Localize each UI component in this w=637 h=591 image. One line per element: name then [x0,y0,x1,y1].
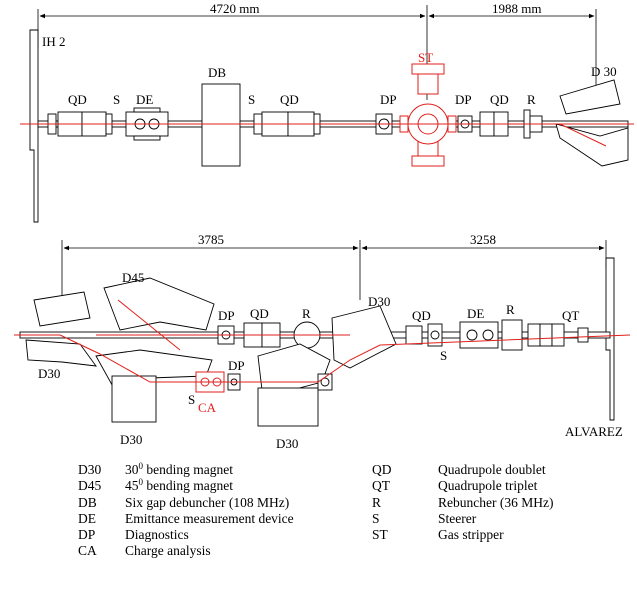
r-label-1: R [527,92,536,107]
quadrupole-doublet-bottom-2 [405,323,443,347]
steerer-label-2: S [248,92,255,107]
debuncher [201,83,241,167]
dimension-label-1988: 1988 mm [492,1,541,16]
legend-code: CA [78,543,97,559]
legend-text-rest: bending magnet [143,478,233,494]
r-label-bottom-1: R [302,306,311,321]
d30-label-top: D 30 [591,64,617,79]
d45-label: D45 [122,270,144,285]
de-label: DE [136,92,153,107]
legend-code: ST [372,527,388,543]
bending-magnet-d30-bottom-left [111,375,157,423]
qd-label-bottom-2: QD [412,308,431,323]
bottom-dimension-lines [61,240,607,300]
dimension-label-4720: 4720 mm [210,1,259,16]
legend-code: DB [78,494,97,510]
legend-code: DE [78,510,96,526]
legend-left-column: D30 300 bending magnet D45 450 bending m… [78,462,294,560]
legend-text-sup: 0 [138,477,144,488]
legend-code: S [372,510,380,526]
qt-label: QT [562,308,579,323]
legend-text: Diagnostics [125,527,189,543]
legend-item-r: R Rebuncher (36 MHz) [372,494,553,511]
ih2-label: IH 2 [42,34,65,49]
legend-code: D45 [78,478,102,494]
r-label-bottom-2: R [506,302,515,317]
bottom-beam-path [14,299,631,383]
gas-stripper [399,63,457,167]
legend-text: Six gap debuncher (108 MHz) [125,494,290,510]
legend-item-d45: D45 450 bending magnet [78,478,233,494]
legend-code: D30 [78,462,102,477]
legend-text: Steerer [438,510,477,526]
qd-label-2: QD [280,92,299,107]
qd-label-1: QD [68,92,87,107]
legend-code: QD [372,462,392,477]
dp-label-2: DP [455,92,472,107]
legend-item-qd: QD Quadrupole doublet [372,462,546,478]
legend-text: Charge analysis [125,543,211,559]
legend-text: Rebuncher (36 MHz) [438,494,554,510]
legend: D30 300 bending magnet D45 450 bending m… [0,462,637,591]
legend-item-s: S Steerer [372,510,476,527]
qd-label-3: QD [490,92,509,107]
alvarez-wall [605,257,615,421]
bending-magnet-d30-top [555,79,629,167]
legend-item-de: DE Emittance measurement device [78,510,294,527]
top-dimension-lines [37,5,597,100]
legend-text: Emittance measurement device [125,510,294,526]
rebuncher-bottom-2 [501,319,523,351]
top-section: 4720 mm 1988 mm IH 2 QD S DE DB [20,1,634,223]
ca-label: CA [198,400,217,415]
legend-text: Quadrupole triplet [438,478,538,494]
d30-label-bottom-left: D30 [120,432,142,447]
st-label: ST [418,50,433,65]
legend-item-qt: QT Quadrupole triplet [372,478,537,494]
legend-right-column: QD Quadrupole doublet QT Quadrupole trip… [372,462,553,543]
de-label-bottom: DE [467,306,484,321]
legend-text: Quadrupole doublet [438,462,546,477]
d30-label-bottom-mid: D30 [276,436,298,451]
legend-text-main: 30 [125,462,139,477]
steerer-label-bottom-1: S [188,392,195,407]
ih2-wall [29,29,39,223]
dimension-label-3258: 3258 [470,232,496,247]
d30-label-left: D30 [38,366,60,381]
dimension-label-3785: 3785 [198,232,224,247]
legend-text-rest: bending magnet [143,462,233,477]
bending-magnet-d30-bottom-mid [257,387,319,427]
steerer-label-1: S [113,92,120,107]
emittance-device-bottom [459,321,499,349]
d30-label-mid: D30 [368,294,390,309]
legend-code: R [372,494,382,510]
alvarez-label: ALVAREZ [565,424,623,439]
db-label: DB [208,65,226,80]
legend-code: QT [372,478,390,494]
quadrupole-triplet [527,323,589,347]
legend-code: DP [78,527,96,543]
bottom-section: 3785 3258 ALVAREZ D30 D45 D30 DP [14,232,631,451]
qd-label-bottom-1: QD [250,306,269,321]
legend-text: Gas stripper [438,527,504,543]
top-beam-branch [559,123,607,147]
bending-magnet-d30-mid [257,305,397,393]
legend-item-ca: CA Charge analysis [78,543,211,559]
legend-item-st: ST Gas stripper [372,527,504,543]
legend-item-db: DB Six gap debuncher (108 MHz) [78,494,289,511]
legend-item-dp: DP Diagnostics [78,527,189,543]
dp-label-bottom-2: DP [228,358,245,373]
legend-text-main: 45 [125,478,139,494]
legend-item-d30: D30 300 bending magnet [78,462,233,478]
legend-text: 450 bending magnet [125,478,233,494]
legend-text: 300 bending magnet [125,462,233,478]
legend-text-sup: 0 [138,461,144,471]
dp-label-1: DP [380,92,397,107]
steerer-label-bottom-2: S [440,348,447,363]
bending-magnet-d30-left [25,291,97,367]
dp-label-bottom-1: DP [218,308,235,323]
